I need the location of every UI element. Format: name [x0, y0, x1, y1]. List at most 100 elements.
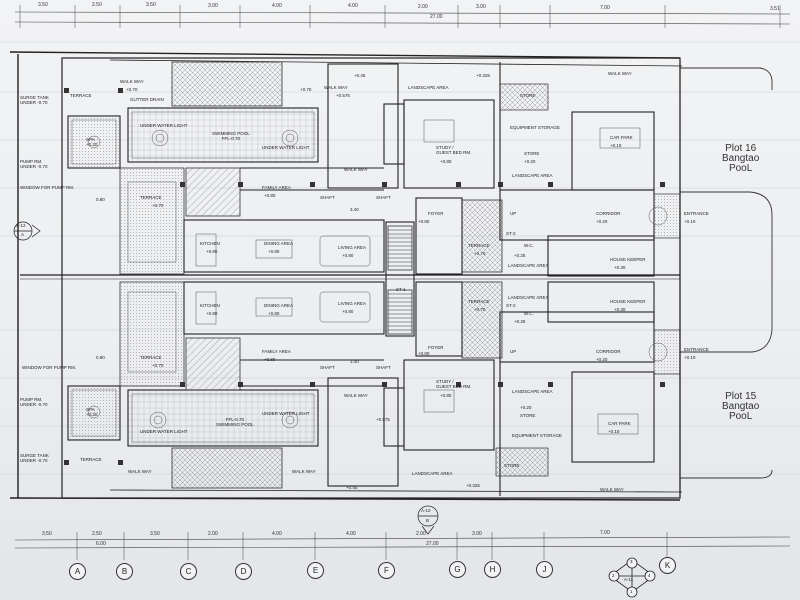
level-tag-22: +0.25: [514, 319, 526, 324]
level-tag-6: +0.80: [206, 311, 218, 316]
grid-axis-d: D: [235, 563, 252, 580]
walk-way-3: WALK WAY: [344, 167, 368, 172]
level-tag-35: +0.325: [476, 73, 490, 78]
plot-boundary: [680, 67, 773, 479]
grid-axis-k: K: [659, 557, 676, 574]
under-water-light-top-right: UNDER WATER LIGHT: [262, 145, 310, 150]
dim-bottom-3: 3.50: [150, 531, 160, 537]
dim-top-6: 4.00: [348, 3, 358, 9]
level-tag-10: +0.80: [342, 309, 354, 314]
bottom-dimension-line: [14, 532, 791, 560]
house-keeper-bottom: HOUSE KEEPER: [610, 299, 646, 304]
level-tag-25: +0.20: [596, 219, 608, 224]
dim-top-8: 3.00: [476, 4, 486, 10]
level-tag-8: +0.80: [268, 311, 280, 316]
level-tag-30: +0.10: [608, 429, 620, 434]
shaft-3: SHAFT: [320, 365, 335, 370]
store-lower: STORE: [504, 463, 520, 468]
level-tag-34: +0.45: [346, 485, 358, 490]
gutter-drain-label: GUTTER DRAIN: [130, 97, 164, 102]
dim-080-top: 0.80: [96, 197, 105, 202]
section-marker-a-sheet: A: [21, 232, 25, 237]
level-tag-20: +0.20: [520, 405, 532, 410]
st2-top-label: ST-2: [506, 231, 516, 236]
under-water-light-bottom-right: UNDER WATER LIGHT: [262, 411, 310, 416]
wc-bottom: W.C.: [524, 311, 534, 316]
grid-axis-a: A: [69, 563, 86, 580]
under-water-light-top-left: UNDER WATER LIGHT: [140, 123, 188, 128]
store-bottom: STORE: [520, 413, 536, 418]
entrance-bottom: ENTRANCE: [684, 347, 709, 352]
study-top: STUDY /GUEST BED RM.: [436, 145, 472, 155]
walk-way-4: WALK WAY: [608, 71, 632, 76]
level-tag-36: +0.325: [466, 483, 480, 488]
grid-axis-b: B: [116, 563, 133, 580]
window-pump-bottom: WINDOW FOR PUMP RM.: [22, 365, 77, 370]
foyer-top: FOYER: [428, 211, 444, 216]
level-tag-4: +0.70: [152, 363, 164, 368]
dim-top-3: 3.50: [146, 2, 156, 8]
landscape-area-5: LANDSCAPE AREA: [512, 389, 553, 394]
dim-bottom-total-b: 27.00: [426, 541, 439, 547]
grid-axis-f: F: [378, 562, 395, 579]
corridor-bottom: CORRIDOR: [596, 349, 621, 354]
walk-way-5: WALK WAY: [128, 469, 152, 474]
dim-top-2: 2.50: [92, 2, 102, 8]
level-tag-1: +0.70: [300, 87, 312, 92]
kitchen-bottom: KITCHEN: [200, 303, 220, 308]
dim-340-top: 3.40: [350, 207, 359, 212]
level-tag-3: +0.70: [152, 203, 164, 208]
dim-bottom-9: 7.00: [600, 530, 610, 536]
terrace-surge-top: TERRACE: [70, 93, 92, 98]
key-plan-sheet: A-11: [624, 577, 634, 582]
level-tag-23: +0.30: [614, 265, 626, 270]
terrace-bottom-right: TERRACE: [468, 299, 490, 304]
key-plan-right: 4: [648, 573, 651, 578]
level-tag-33: +0.45: [354, 73, 366, 78]
landscape-area-3: LANDSCAPE AREA: [508, 263, 549, 268]
level-tag-18: +0.80: [440, 393, 452, 398]
house-keeper-top: HOUSE KEEPER: [610, 257, 646, 262]
level-tag-12: +0.80: [264, 357, 276, 362]
walk-way-8: WALK WAY: [600, 487, 624, 492]
walk-way-6: WALK WAY: [292, 469, 316, 474]
pump-rm-top: PUMP RM.UNDER -0.70: [20, 159, 48, 169]
grid-axis-e: E: [307, 562, 324, 579]
landscape-area-4: LANDSCAPE AREA: [508, 295, 549, 300]
level-tag-9: +0.80: [342, 253, 354, 258]
key-plan-top: 3: [630, 559, 633, 564]
section-marker-b-id: A-12: [421, 508, 431, 513]
terrace-bottom-left: TERRACE: [140, 355, 162, 360]
study-bottom: STUDY /GUEST BED RM.: [436, 379, 472, 389]
level-tag-24: +0.30: [614, 307, 626, 312]
level-tag-28: +0.10: [684, 355, 696, 360]
living-area-bottom: LIVING AREA: [338, 301, 367, 306]
dim-top-10: 3.51: [770, 6, 780, 12]
dim-top-total: 27.00: [430, 14, 443, 20]
wc-top: W.C.: [524, 243, 534, 248]
dining-area-top: DINING AREA: [264, 241, 294, 246]
key-plan-bottom: 1: [630, 589, 633, 594]
furniture: [127, 119, 668, 435]
dim-top-9: 7.00: [600, 5, 610, 11]
level-tag-14: +0.80: [418, 351, 430, 356]
walk-way-7: WALK WAY: [344, 393, 368, 398]
st1-label: ST-1: [396, 287, 406, 292]
section-marker-b-sheet: B: [426, 518, 430, 523]
car-park-bottom: CAR PARK: [608, 421, 631, 426]
pools: [67, 107, 319, 447]
dim-top-5: 4.00: [272, 3, 282, 9]
grid-axis-c: C: [180, 563, 197, 580]
level-tag-16: +0.70: [474, 307, 486, 312]
walk-way-1: WALK WAY: [120, 79, 144, 84]
dim-top-4: 3.00: [208, 3, 218, 9]
terrace-top-left: TERRACE: [140, 195, 162, 200]
dim-top-1: 3.50: [38, 2, 48, 8]
dim-bottom-4: 2.00: [208, 531, 218, 537]
dim-bottom-5: 4.00: [272, 531, 282, 537]
foyer-bottom: FOYER: [428, 345, 444, 350]
